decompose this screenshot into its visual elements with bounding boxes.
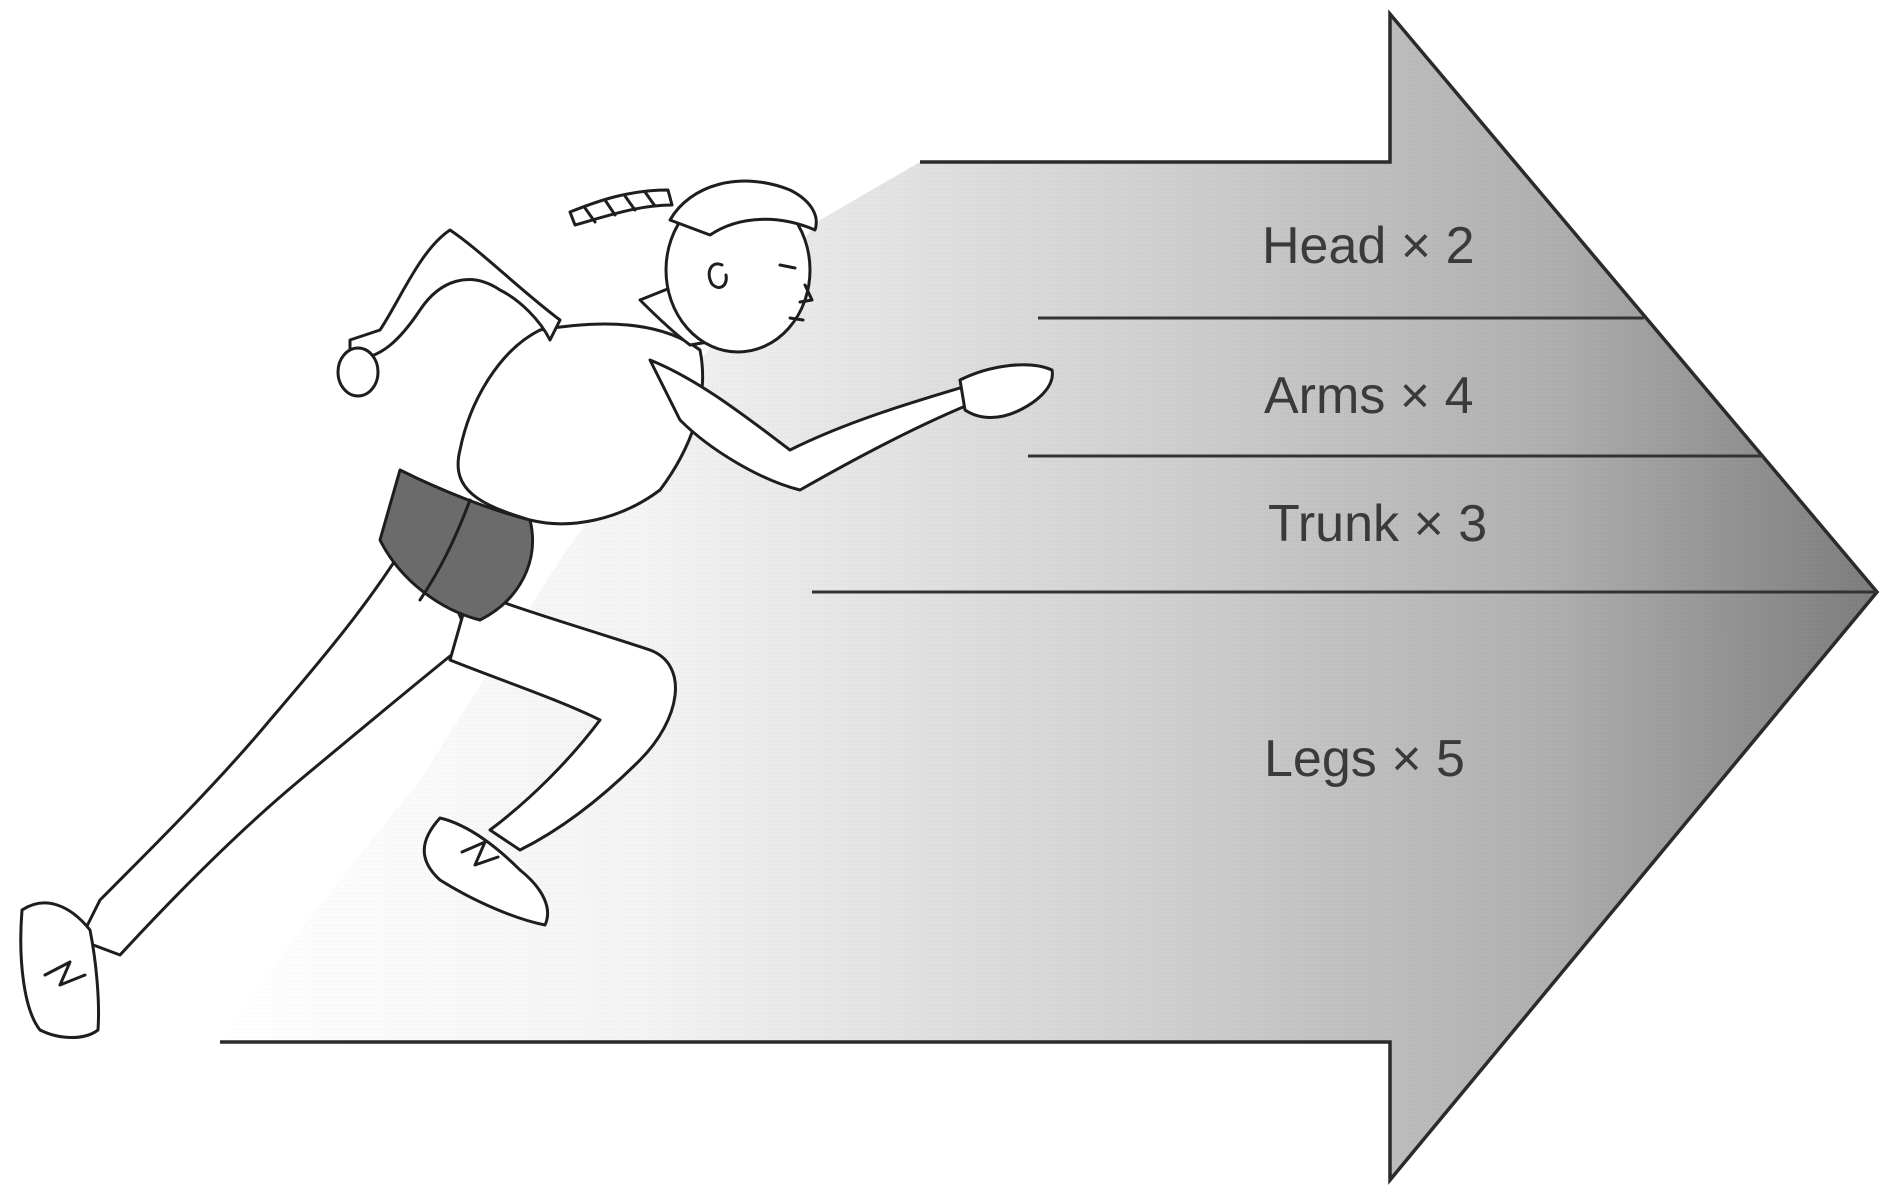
- label-trunk: Trunk × 3: [1268, 495, 1487, 553]
- runner-mouth: [790, 318, 803, 320]
- label-arms: Arms × 4: [1264, 367, 1474, 425]
- runner-back-fist: [338, 348, 378, 396]
- label-legs: Legs × 5: [1264, 730, 1465, 788]
- label-head: Head × 2: [1262, 217, 1475, 275]
